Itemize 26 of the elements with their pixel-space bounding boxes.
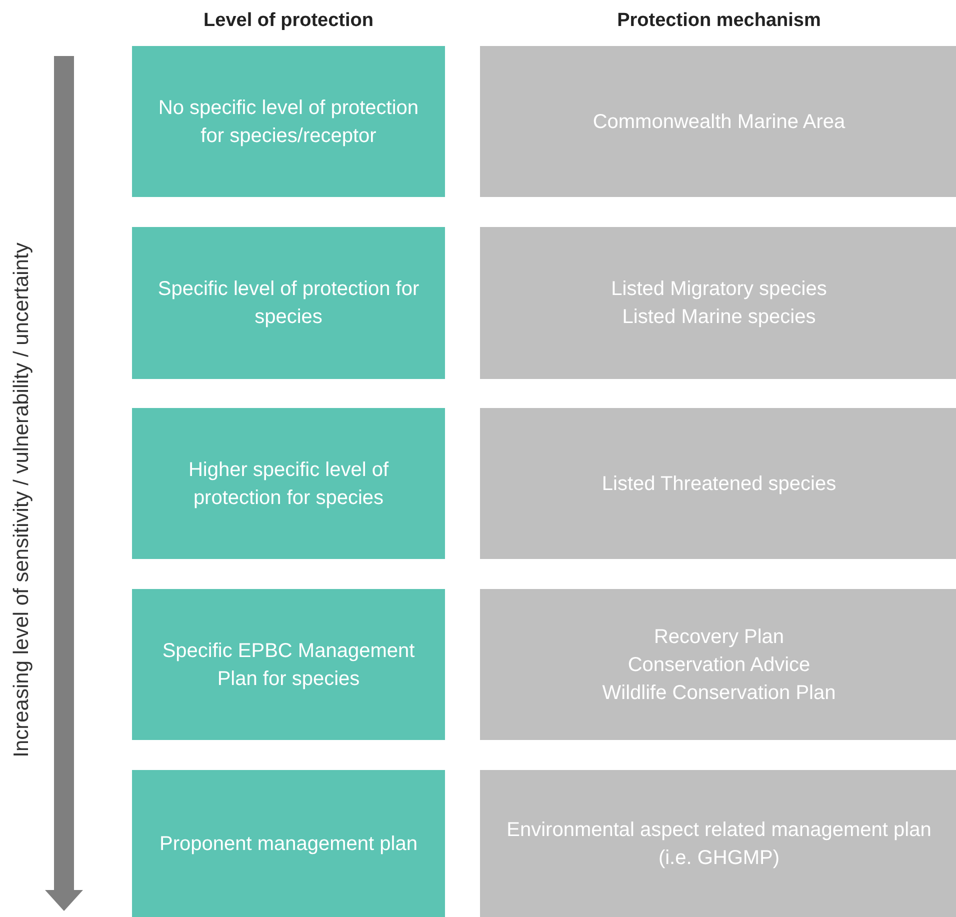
protection-level-box	[132, 770, 445, 917]
box-text: Conservation Advice	[628, 652, 810, 678]
axis-label: Increasing level of sensitivity / vulnerability / uncertainty	[10, 242, 34, 758]
protection-mechanism-box	[480, 408, 956, 559]
protection-level-box	[132, 589, 445, 740]
protection-mechanism-box	[480, 227, 956, 379]
box-text: Listed Marine species	[622, 305, 816, 330]
box-text: Listed Migratory species	[611, 277, 827, 302]
box-text: No specific level of protection for species/receptor	[157, 96, 420, 148]
box-text: Environmental aspect related management plan (i.e. GHGMP)	[506, 818, 932, 870]
protection-mechanism-box	[480, 46, 956, 197]
protection-level-box	[132, 408, 445, 559]
protection-mechanism-box	[480, 770, 956, 917]
box-text: Specific EPBC Management Plan for species	[161, 638, 416, 692]
column-header: Protection mechanism	[616, 10, 822, 32]
column-header: Level of protection	[202, 10, 374, 32]
box-text: Recovery Plan	[654, 624, 784, 650]
box-text: Specific level of protection for species	[156, 277, 420, 330]
box-text: Wildlife Conservation Plan	[602, 680, 836, 706]
protection-level-box	[132, 46, 445, 197]
box-text: Listed Threatened species	[602, 472, 836, 496]
protection-level-box	[132, 227, 445, 379]
protection-mechanism-box	[480, 589, 956, 740]
box-text: Higher specific level of protection for species	[187, 458, 390, 510]
box-text: Proponent management plan	[160, 832, 418, 856]
box-text: Commonwealth Marine Area	[592, 110, 846, 134]
